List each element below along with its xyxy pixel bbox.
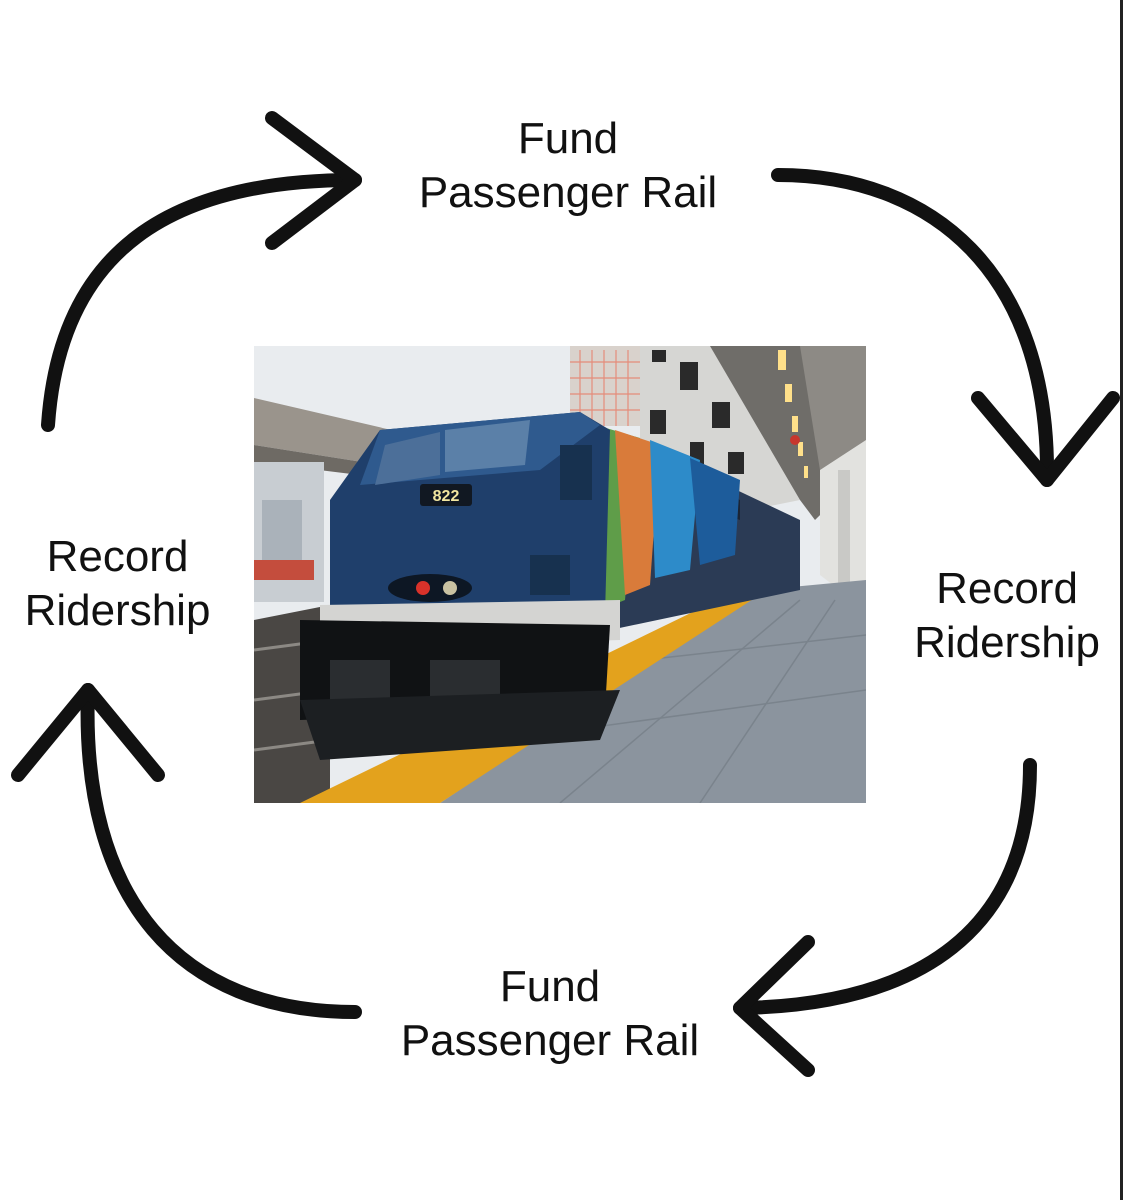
left-canopy [254, 398, 400, 468]
arrowhead-right [971, 391, 1120, 487]
label-record-ridership-left: Record Ridership [0, 530, 235, 638]
label-fund-passenger-rail-top: Fund Passenger Rail [390, 112, 746, 220]
arrow-left-to-top [41, 173, 362, 432]
locomotive-number-plate [420, 484, 472, 506]
arrow-bottom-to-left [80, 683, 362, 1019]
background-building [570, 346, 645, 426]
label-right-line2: Ridership [914, 618, 1100, 667]
label-left-line2: Ridership [24, 586, 211, 635]
label-top-line2: Passenger Rail [418, 168, 718, 217]
label-right-line1: Record [936, 564, 1078, 613]
label-top-line1: Fund [517, 114, 619, 163]
label-record-ridership-right: Record Ridership [892, 562, 1122, 670]
arrowhead-bottom [733, 935, 815, 1077]
right-edge-border [1120, 0, 1123, 1200]
platform-floor [440, 580, 866, 803]
locomotive-number: 822 [433, 488, 460, 505]
arrowhead-top [265, 111, 362, 250]
arrow-right-to-bottom [733, 758, 1037, 1015]
label-bottom-line2: Passenger Rail [400, 1016, 700, 1065]
label-fund-passenger-rail-bottom: Fund Passenger Rail [372, 960, 728, 1068]
label-left-line1: Record [46, 532, 189, 581]
arrow-top-to-right [771, 168, 1055, 487]
red-light [416, 581, 430, 595]
label-bottom-line1: Fund [499, 962, 601, 1011]
arrowhead-left [11, 683, 165, 782]
